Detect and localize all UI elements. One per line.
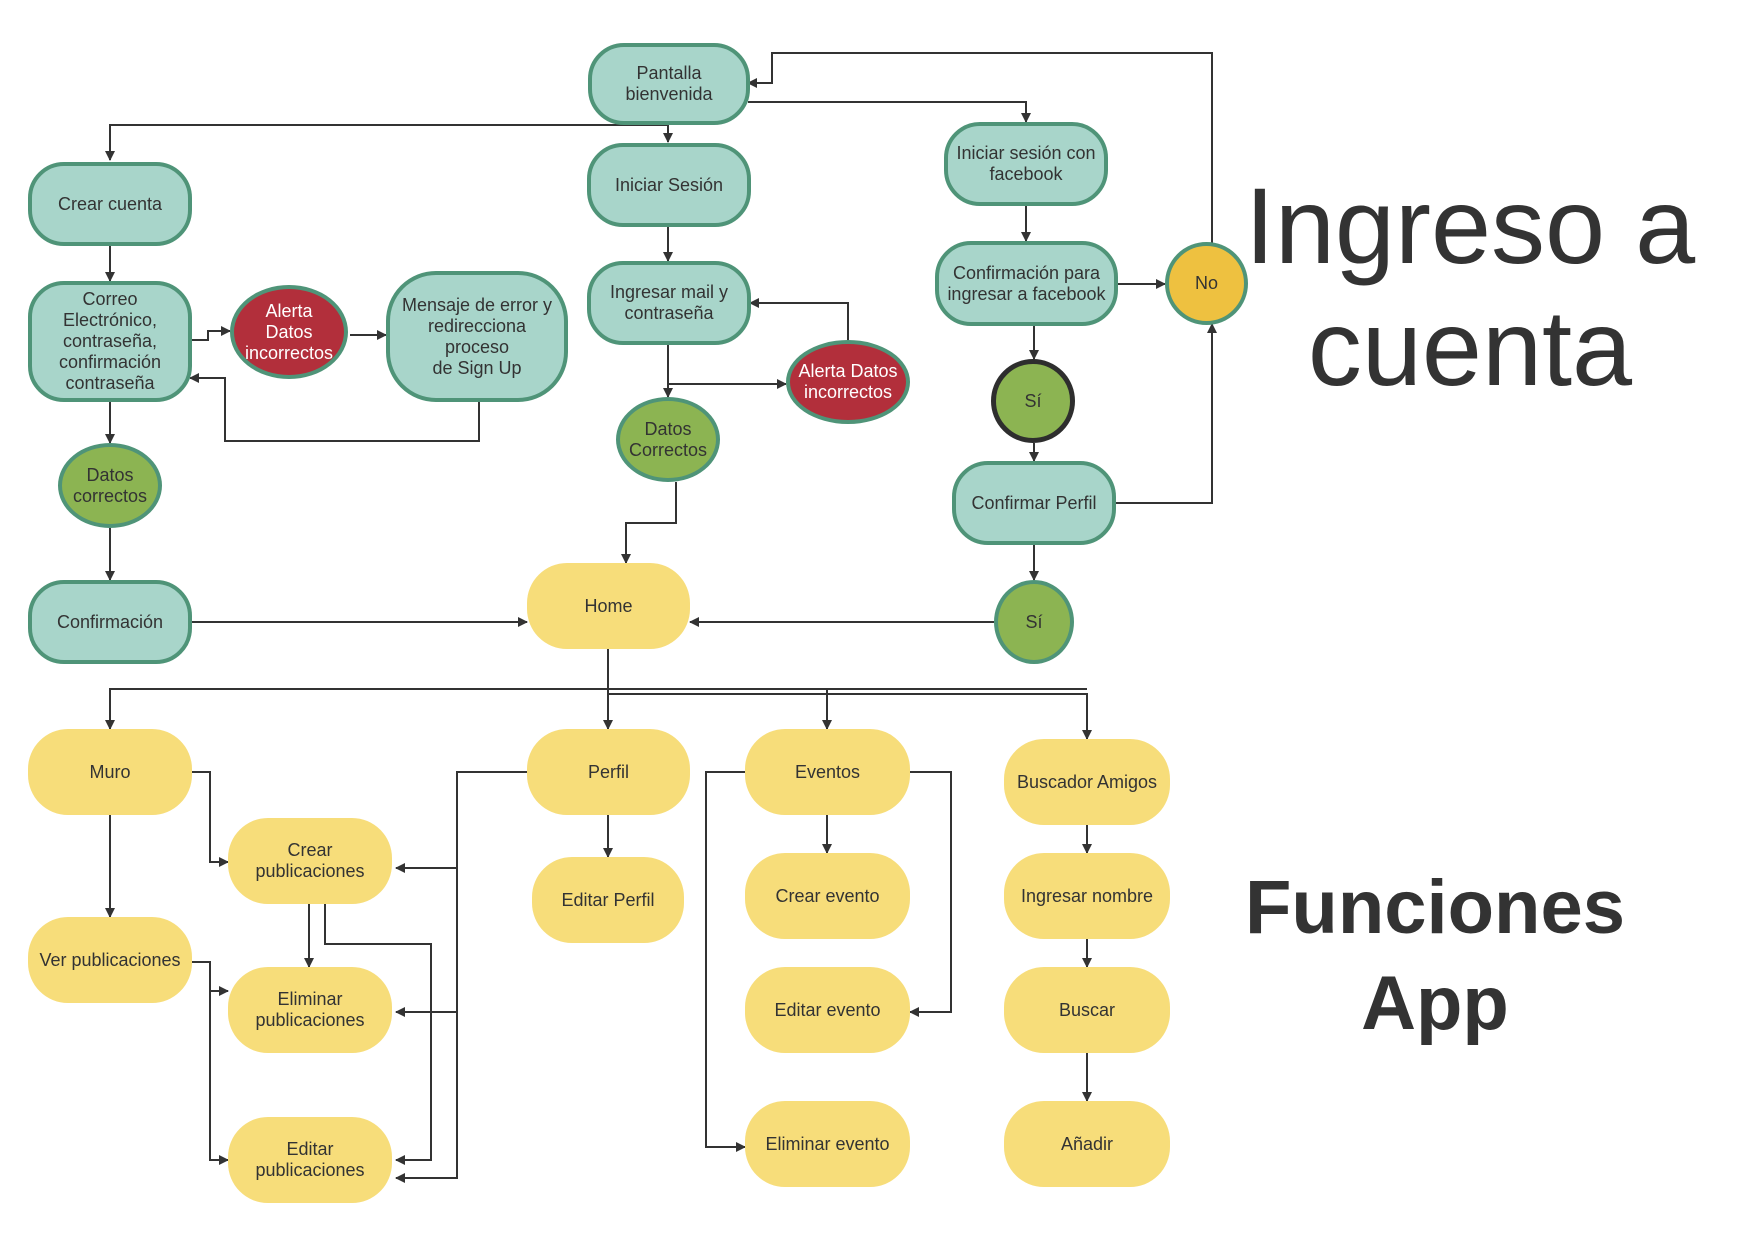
node-editar-perfil: Editar Perfil: [532, 857, 684, 943]
node-anadir: Añadir: [1004, 1101, 1170, 1187]
edge-ver-editar: [192, 961, 229, 1165]
node-ingresar-nombre: Ingresar nombre: [1004, 853, 1170, 939]
node-muro: Muro: [28, 729, 192, 815]
node-crear-evento: Crear evento: [745, 853, 910, 939]
edge-correo-alerta: [190, 326, 231, 341]
node-eventos: Eventos: [745, 729, 910, 815]
node-buscar: Buscar: [1004, 967, 1170, 1053]
node-iniciar-facebook: Iniciar sesión con facebook: [944, 122, 1108, 206]
title-funciones-app: Funciones App: [1244, 865, 1626, 1046]
node-datos-correctos-2: Datos Correctos: [616, 397, 720, 482]
title-ingreso-a-cuenta: Ingreso a cuenta: [1244, 165, 1696, 408]
node-editar-publicaciones: Editar publicaciones: [228, 1117, 392, 1203]
node-alerta-datos-incorrectos-2: Alerta Datos incorrectos: [786, 340, 910, 424]
edge-muro-crear: [192, 771, 229, 867]
node-buscador-amigos: Buscador Amigos: [1004, 739, 1170, 825]
edge-pantalla-crear: [105, 124, 668, 161]
node-correo-electronico: Correo Electrónico, contraseña, confirma…: [28, 281, 192, 402]
node-iniciar-sesion: Iniciar Sesión: [587, 143, 751, 227]
edge-alerta-mail: [749, 298, 849, 340]
node-pantalla-bienvenida: Pantalla bienvenida: [588, 43, 750, 125]
node-alerta-datos-incorrectos-1: Alerta Datos incorrectos: [230, 285, 348, 379]
node-mensaje-error: Mensaje de error y redirecciona proceso …: [386, 271, 568, 402]
edge-no-pantalla: [747, 52, 1213, 247]
node-confirmar-perfil: Confirmar Perfil: [952, 461, 1116, 545]
node-confirmacion: Confirmación: [28, 580, 192, 664]
edge-perfil-eliminar: [395, 868, 458, 1017]
node-perfil: Perfil: [527, 729, 690, 815]
node-si-1: Sí: [991, 359, 1075, 443]
node-ver-publicaciones: Ver publicaciones: [28, 917, 192, 1003]
edge-crear-editar: [324, 904, 432, 1165]
edge-datos2-home: [621, 482, 677, 564]
edge-perfil-editar: [395, 1012, 458, 1183]
edge-home-eventos: [608, 688, 832, 730]
node-no: No: [1165, 242, 1248, 325]
edge-eventos-editar: [909, 771, 952, 1017]
edge-mensaje-correo: [189, 373, 480, 442]
node-datos-correctos-1: Datos correctos: [58, 443, 162, 528]
node-si-2: Sí: [994, 580, 1074, 664]
node-confirmacion-facebook: Confirmación para ingresar a facebook: [935, 241, 1118, 326]
edge-pantalla-facebook: [748, 101, 1031, 123]
node-eliminar-publicaciones: Eliminar publicaciones: [228, 967, 392, 1053]
node-eliminar-evento: Eliminar evento: [745, 1101, 910, 1187]
node-editar-evento: Editar evento: [745, 967, 910, 1053]
edge-home-buscador: [608, 693, 1092, 740]
node-home: Home: [527, 563, 690, 649]
node-ingresar-mail: Ingresar mail y contraseña: [587, 261, 751, 345]
node-crear-cuenta: Crear cuenta: [28, 162, 192, 246]
node-crear-publicaciones: Crear publicaciones: [228, 818, 392, 904]
edge-perfil-no: [1116, 323, 1217, 504]
edge-eventos-eliminar: [705, 771, 746, 1152]
edge-perfil-crear: [395, 771, 527, 873]
